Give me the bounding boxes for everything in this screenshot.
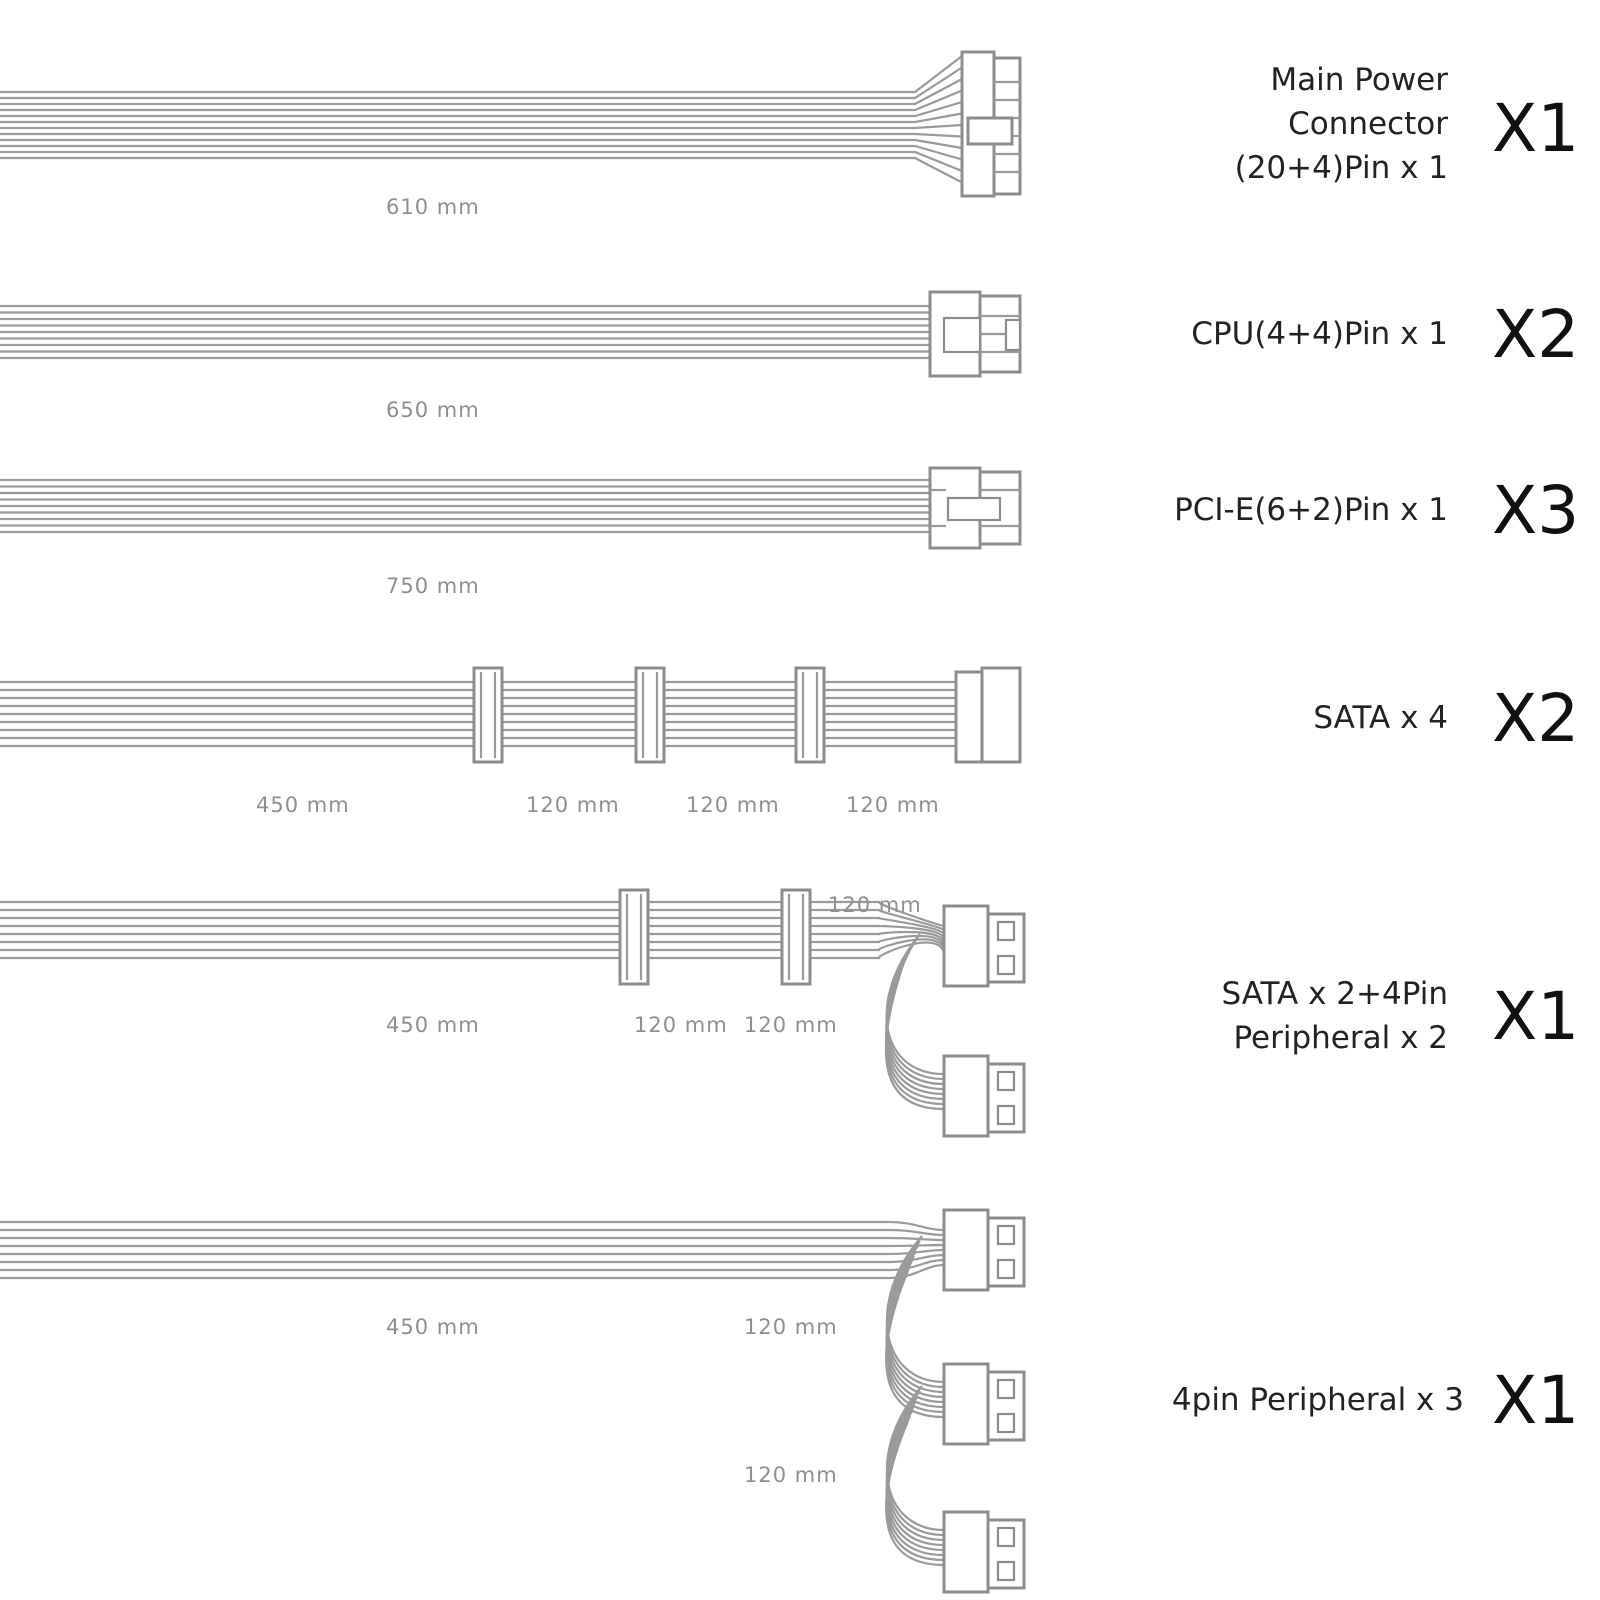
- wire: [0, 144, 963, 161]
- cpu-wires: [0, 304, 930, 360]
- wire: [889, 1236, 945, 1242]
- molex-connector-3: [942, 1208, 1026, 1292]
- main-power-cable: 610 mm: [0, 50, 1022, 219]
- label-line: Main Power: [1270, 62, 1448, 98]
- cpu-connector: [928, 290, 1022, 378]
- length-label: 450 mm: [386, 1013, 480, 1037]
- quantity-main-power: X1: [1492, 90, 1580, 167]
- wire: [0, 78, 963, 106]
- wire: [878, 930, 946, 943]
- cable-label-cpu: CPU(4+4)Pin x 1: [1088, 312, 1448, 356]
- cable-label-pcie: PCI-E(6+2)Pin x 1: [1088, 488, 1448, 532]
- length-label: 120 mm: [744, 1463, 838, 1487]
- cpu-cable: 650 mm: [0, 290, 1022, 422]
- wire: [878, 924, 946, 939]
- wire: [885, 1420, 945, 1567]
- label-line: (20+4)Pin x 1: [1234, 150, 1448, 186]
- wire: [878, 916, 945, 935]
- wire: [889, 1228, 945, 1237]
- sata-end-connector: [954, 666, 1022, 764]
- length-label: 650 mm: [386, 398, 480, 422]
- label-line: 4pin Peripheral x 3: [1171, 1382, 1464, 1418]
- pcie-connector: [928, 466, 1022, 550]
- wire: [878, 934, 946, 947]
- length-label: 450 mm: [256, 793, 350, 817]
- main-power-connector: [960, 50, 1022, 198]
- sata-peripheral-wires: [0, 900, 946, 1111]
- wire: [889, 1258, 945, 1272]
- wire: [0, 150, 963, 173]
- wire: [889, 1248, 945, 1256]
- sata-peripheral-clips: [618, 888, 812, 986]
- length-label: 120 mm: [846, 793, 940, 817]
- wire: [878, 941, 946, 960]
- sata-cable: 450 mm 120 mm 120 mm 120 mm: [0, 666, 1022, 817]
- wire: [889, 1243, 945, 1248]
- length-label: 750 mm: [386, 574, 480, 598]
- label-line: SATA x 2+4Pin: [1221, 976, 1448, 1012]
- wire: [0, 66, 963, 100]
- wire: [885, 1245, 945, 1394]
- pcie-cable: 750 mm: [0, 466, 1022, 598]
- wire: [885, 1270, 945, 1419]
- length-label: 120 mm: [634, 1013, 728, 1037]
- wire: [0, 123, 963, 130]
- quantity-cpu: X2: [1492, 296, 1580, 373]
- wire: [0, 55, 963, 94]
- wire: [885, 939, 945, 1086]
- pcie-wires: [0, 478, 930, 534]
- quantity-sata-peripheral: X1: [1492, 978, 1580, 1055]
- wire: [0, 112, 963, 124]
- molex-connector-5: [942, 1510, 1026, 1594]
- wire: [0, 132, 963, 138]
- peripheral-cable: 450 mm 120 mm 120 mm: [0, 1208, 1026, 1594]
- label-line: PCI-E(6+2)Pin x 1: [1174, 492, 1448, 528]
- quantity-peripheral: X1: [1492, 1362, 1580, 1439]
- main-power-wires: [0, 55, 963, 184]
- label-line: Peripheral x 2: [1233, 1020, 1448, 1056]
- wire: [878, 900, 945, 928]
- cable-label-sata: SATA x 4: [1088, 696, 1448, 740]
- wire: [878, 938, 946, 952]
- molex-connector-1: [942, 904, 1026, 988]
- wire: [884, 954, 945, 1111]
- label-line: SATA x 4: [1313, 700, 1448, 736]
- length-label: 120 mm: [744, 1315, 838, 1339]
- wire: [889, 1253, 945, 1264]
- wire: [0, 89, 963, 112]
- wire: [889, 1220, 945, 1232]
- wire: [0, 138, 963, 150]
- cable-label-peripheral: 4pin Peripheral x 3: [1084, 1378, 1464, 1422]
- length-label: 120 mm: [686, 793, 780, 817]
- cable-label-sata-peripheral: SATA x 2+4Pin Peripheral x 2: [1088, 972, 1448, 1060]
- label-line: Connector: [1288, 106, 1448, 142]
- label-line: CPU(4+4)Pin x 1: [1191, 316, 1448, 352]
- molex-connector-4: [942, 1362, 1026, 1446]
- length-label: 610 mm: [386, 195, 480, 219]
- molex-connector-2: [942, 1054, 1026, 1138]
- sata-clips: [472, 666, 826, 764]
- wire: [885, 948, 945, 1101]
- sata-peripheral-cable: 120 mm 450 mm 120 mm 120 mm: [0, 888, 1026, 1138]
- length-label: 120 mm: [744, 1013, 838, 1037]
- wire: [0, 100, 963, 118]
- quantity-sata: X2: [1492, 680, 1580, 757]
- quantity-pcie: X3: [1492, 472, 1580, 549]
- length-label: 120 mm: [828, 893, 922, 917]
- wire: [0, 156, 963, 184]
- peripheral-wires: [0, 1220, 945, 1567]
- length-label: 120 mm: [526, 793, 620, 817]
- length-label: 450 mm: [386, 1315, 480, 1339]
- wire: [878, 908, 945, 931]
- cable-label-main-power: Main Power Connector (20+4)Pin x 1: [1088, 58, 1448, 190]
- wire: [889, 1263, 945, 1280]
